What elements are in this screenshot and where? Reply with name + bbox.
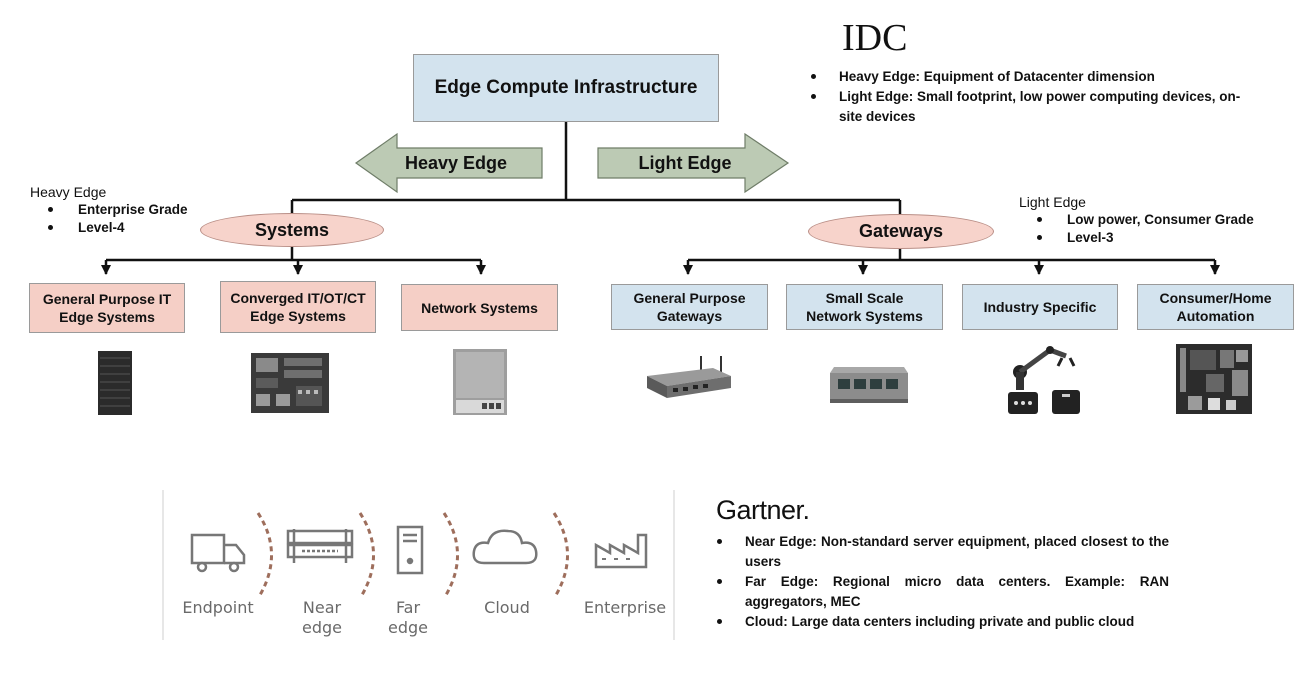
systems-child-node: Converged IT/OT/CT Edge Systems	[220, 281, 376, 333]
tier-separator-arc	[442, 512, 459, 596]
light-note-title: Light Edge	[1019, 194, 1086, 210]
light-note-bullet: Level-3	[1019, 229, 1254, 247]
gateways-child-node: General Purpose Gateways	[611, 284, 768, 330]
tower-server-icon	[396, 525, 424, 575]
network-appliance-icon	[453, 349, 507, 415]
gateways-child-node: Industry Specific	[962, 284, 1118, 330]
cloud-icon	[472, 529, 538, 565]
gateways-child-node: Consumer/Home Automation	[1137, 284, 1294, 330]
gateway-router-icon	[647, 356, 731, 398]
gateways-child-label: Consumer/Home Automation	[1159, 290, 1272, 324]
root-label: Edge Compute Infrastructure	[434, 77, 698, 98]
network-switch-icon	[830, 367, 908, 403]
gartner-tier-graphic	[190, 512, 648, 596]
gartner-bullet: Far Edge: Regional micro data centers. E…	[714, 572, 1169, 612]
single-board-computer-icon	[1176, 344, 1252, 414]
truck-icon	[190, 533, 246, 573]
systems-label: Systems	[254, 219, 330, 240]
heavy-note-title: Heavy Edge	[30, 184, 107, 200]
gartner-bullets: Near Edge: Non-standard server equipment…	[714, 532, 1169, 632]
systems-node: Systems	[200, 213, 384, 247]
light-edge-arrow-shape	[597, 132, 790, 194]
robot-arm-icon	[1008, 346, 1080, 414]
idc-bullet: Heavy Edge: Equipment of Datacenter dime…	[808, 67, 1258, 87]
heavy-edge-arrow-label: Heavy Edge	[404, 152, 508, 173]
tier-label: Enterprise	[583, 598, 667, 617]
idc-bullets: Heavy Edge: Equipment of Datacenter dime…	[808, 67, 1258, 127]
light-edge-arrow-label: Light Edge	[638, 152, 732, 173]
systems-child-node: General Purpose IT Edge Systems	[29, 283, 185, 333]
gartner-logo: Gartner.	[716, 495, 810, 525]
server-rack-icon	[286, 529, 354, 563]
idc-logo: IDC	[842, 17, 908, 59]
root-node: Edge Compute Infrastructure	[413, 54, 719, 122]
heavy-note-bullet: Enterprise Grade	[30, 201, 188, 219]
gartner-bullet: Cloud: Large data centers including priv…	[714, 612, 1169, 632]
gateways-label: Gateways	[858, 221, 944, 241]
light-edge-note: Light Edge Low power, Consumer Grade Lev…	[1019, 193, 1254, 247]
systems-child-node: Network Systems	[401, 284, 558, 331]
systems-child-label: Converged IT/OT/CT Edge Systems	[230, 290, 366, 324]
gartner-bullet: Near Edge: Non-standard server equipment…	[714, 532, 1169, 572]
heavy-note-bullet: Level-4	[30, 219, 188, 237]
tier-separator-arc	[358, 512, 375, 596]
tier-separator-arc	[256, 512, 273, 596]
tier-label: Endpoint	[182, 598, 254, 617]
factory-icon	[594, 533, 648, 569]
gateways-child-label: Small Scale Network Systems	[806, 290, 923, 324]
heavy-edge-arrow-shape	[354, 132, 543, 194]
converged-board-icon	[251, 353, 329, 413]
gateways-child-label: General Purpose Gateways	[633, 290, 746, 324]
tier-label: Cloud	[484, 598, 530, 617]
light-note-bullet: Low power, Consumer Grade	[1019, 211, 1254, 229]
systems-child-label: Network Systems	[421, 299, 538, 316]
gateways-child-label: Industry Specific	[983, 299, 1097, 315]
tier-separator-arc	[552, 512, 569, 596]
idc-bullet: Light Edge: Small footprint, low power c…	[808, 87, 1258, 127]
rack-server-icon	[98, 351, 132, 415]
gateways-child-node: Small Scale Network Systems	[786, 284, 943, 330]
systems-child-label: General Purpose IT Edge Systems	[42, 291, 172, 325]
heavy-edge-note: Heavy Edge Enterprise Grade Level-4	[30, 183, 188, 237]
gateways-node: Gateways	[808, 214, 994, 249]
